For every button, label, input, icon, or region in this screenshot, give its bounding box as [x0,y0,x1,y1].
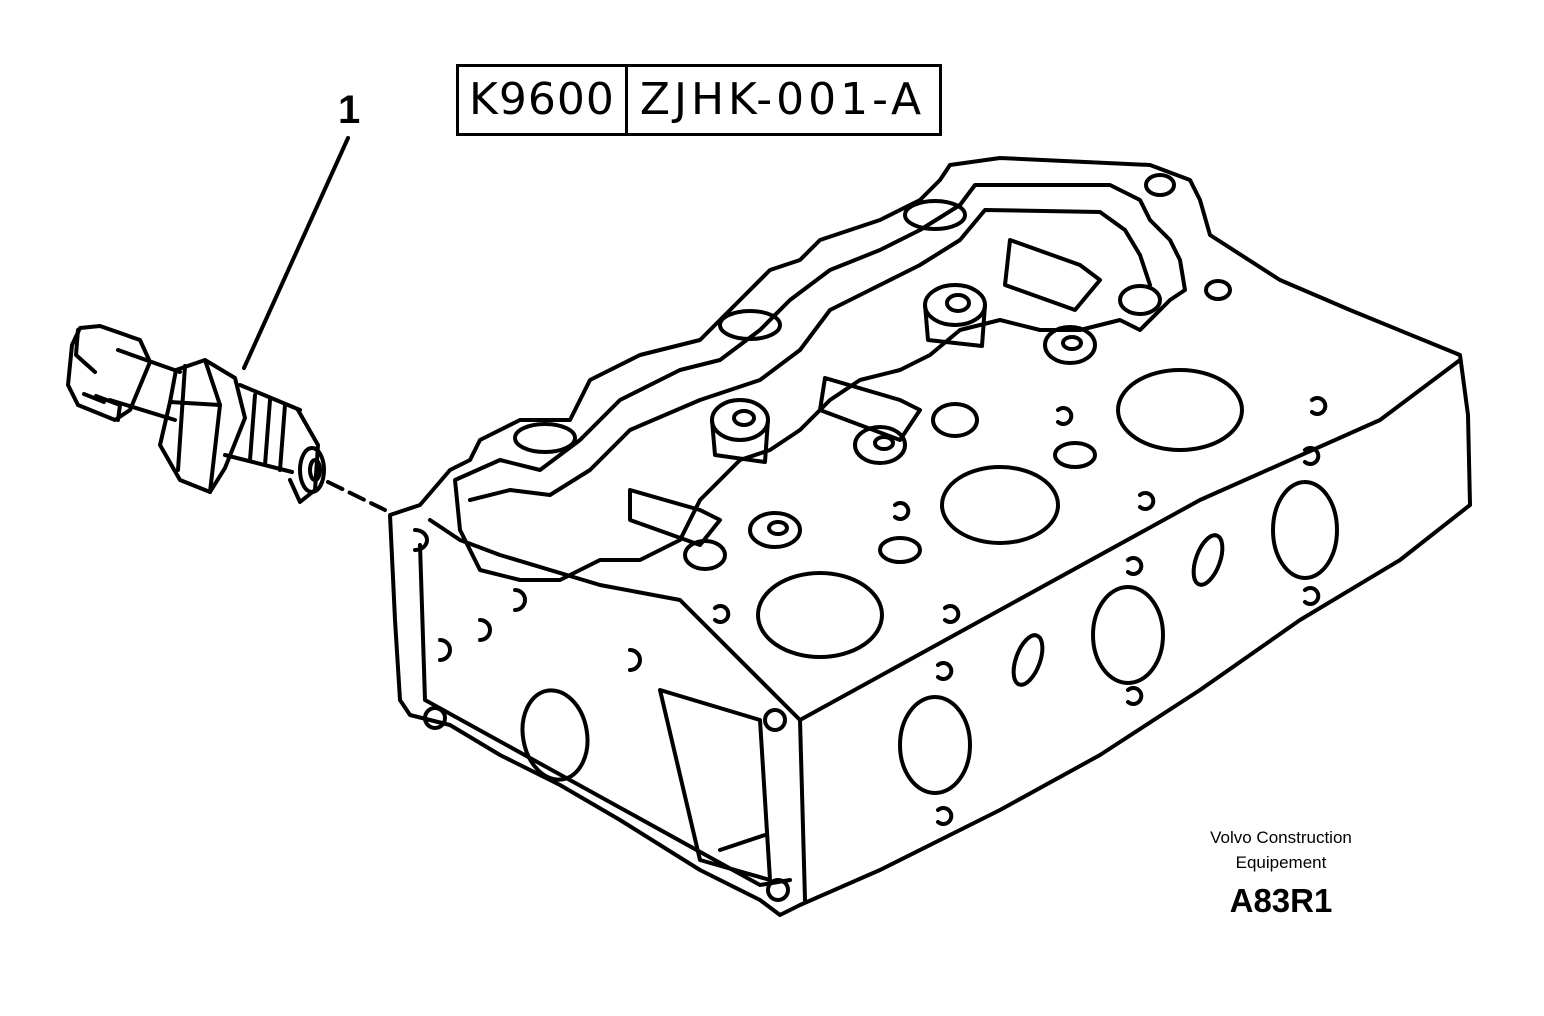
callout-number-1: 1 [338,88,361,132]
company-line-1: Volvo Construction [1210,828,1352,847]
cylinder-head-icon [388,156,1472,917]
pressure-sensor-icon [66,324,387,512]
code-box: K9600 ZJHK-001-A [456,64,943,136]
leader-line [242,136,350,370]
drawing-reference: A83R1 [1229,882,1333,919]
company-credit: Volvo Construction Equipement [1176,825,1386,875]
model-code: K9600 [469,74,615,125]
company-line-2: Equipement [1235,853,1327,872]
part-code: ZJHK-001-A [624,67,939,133]
